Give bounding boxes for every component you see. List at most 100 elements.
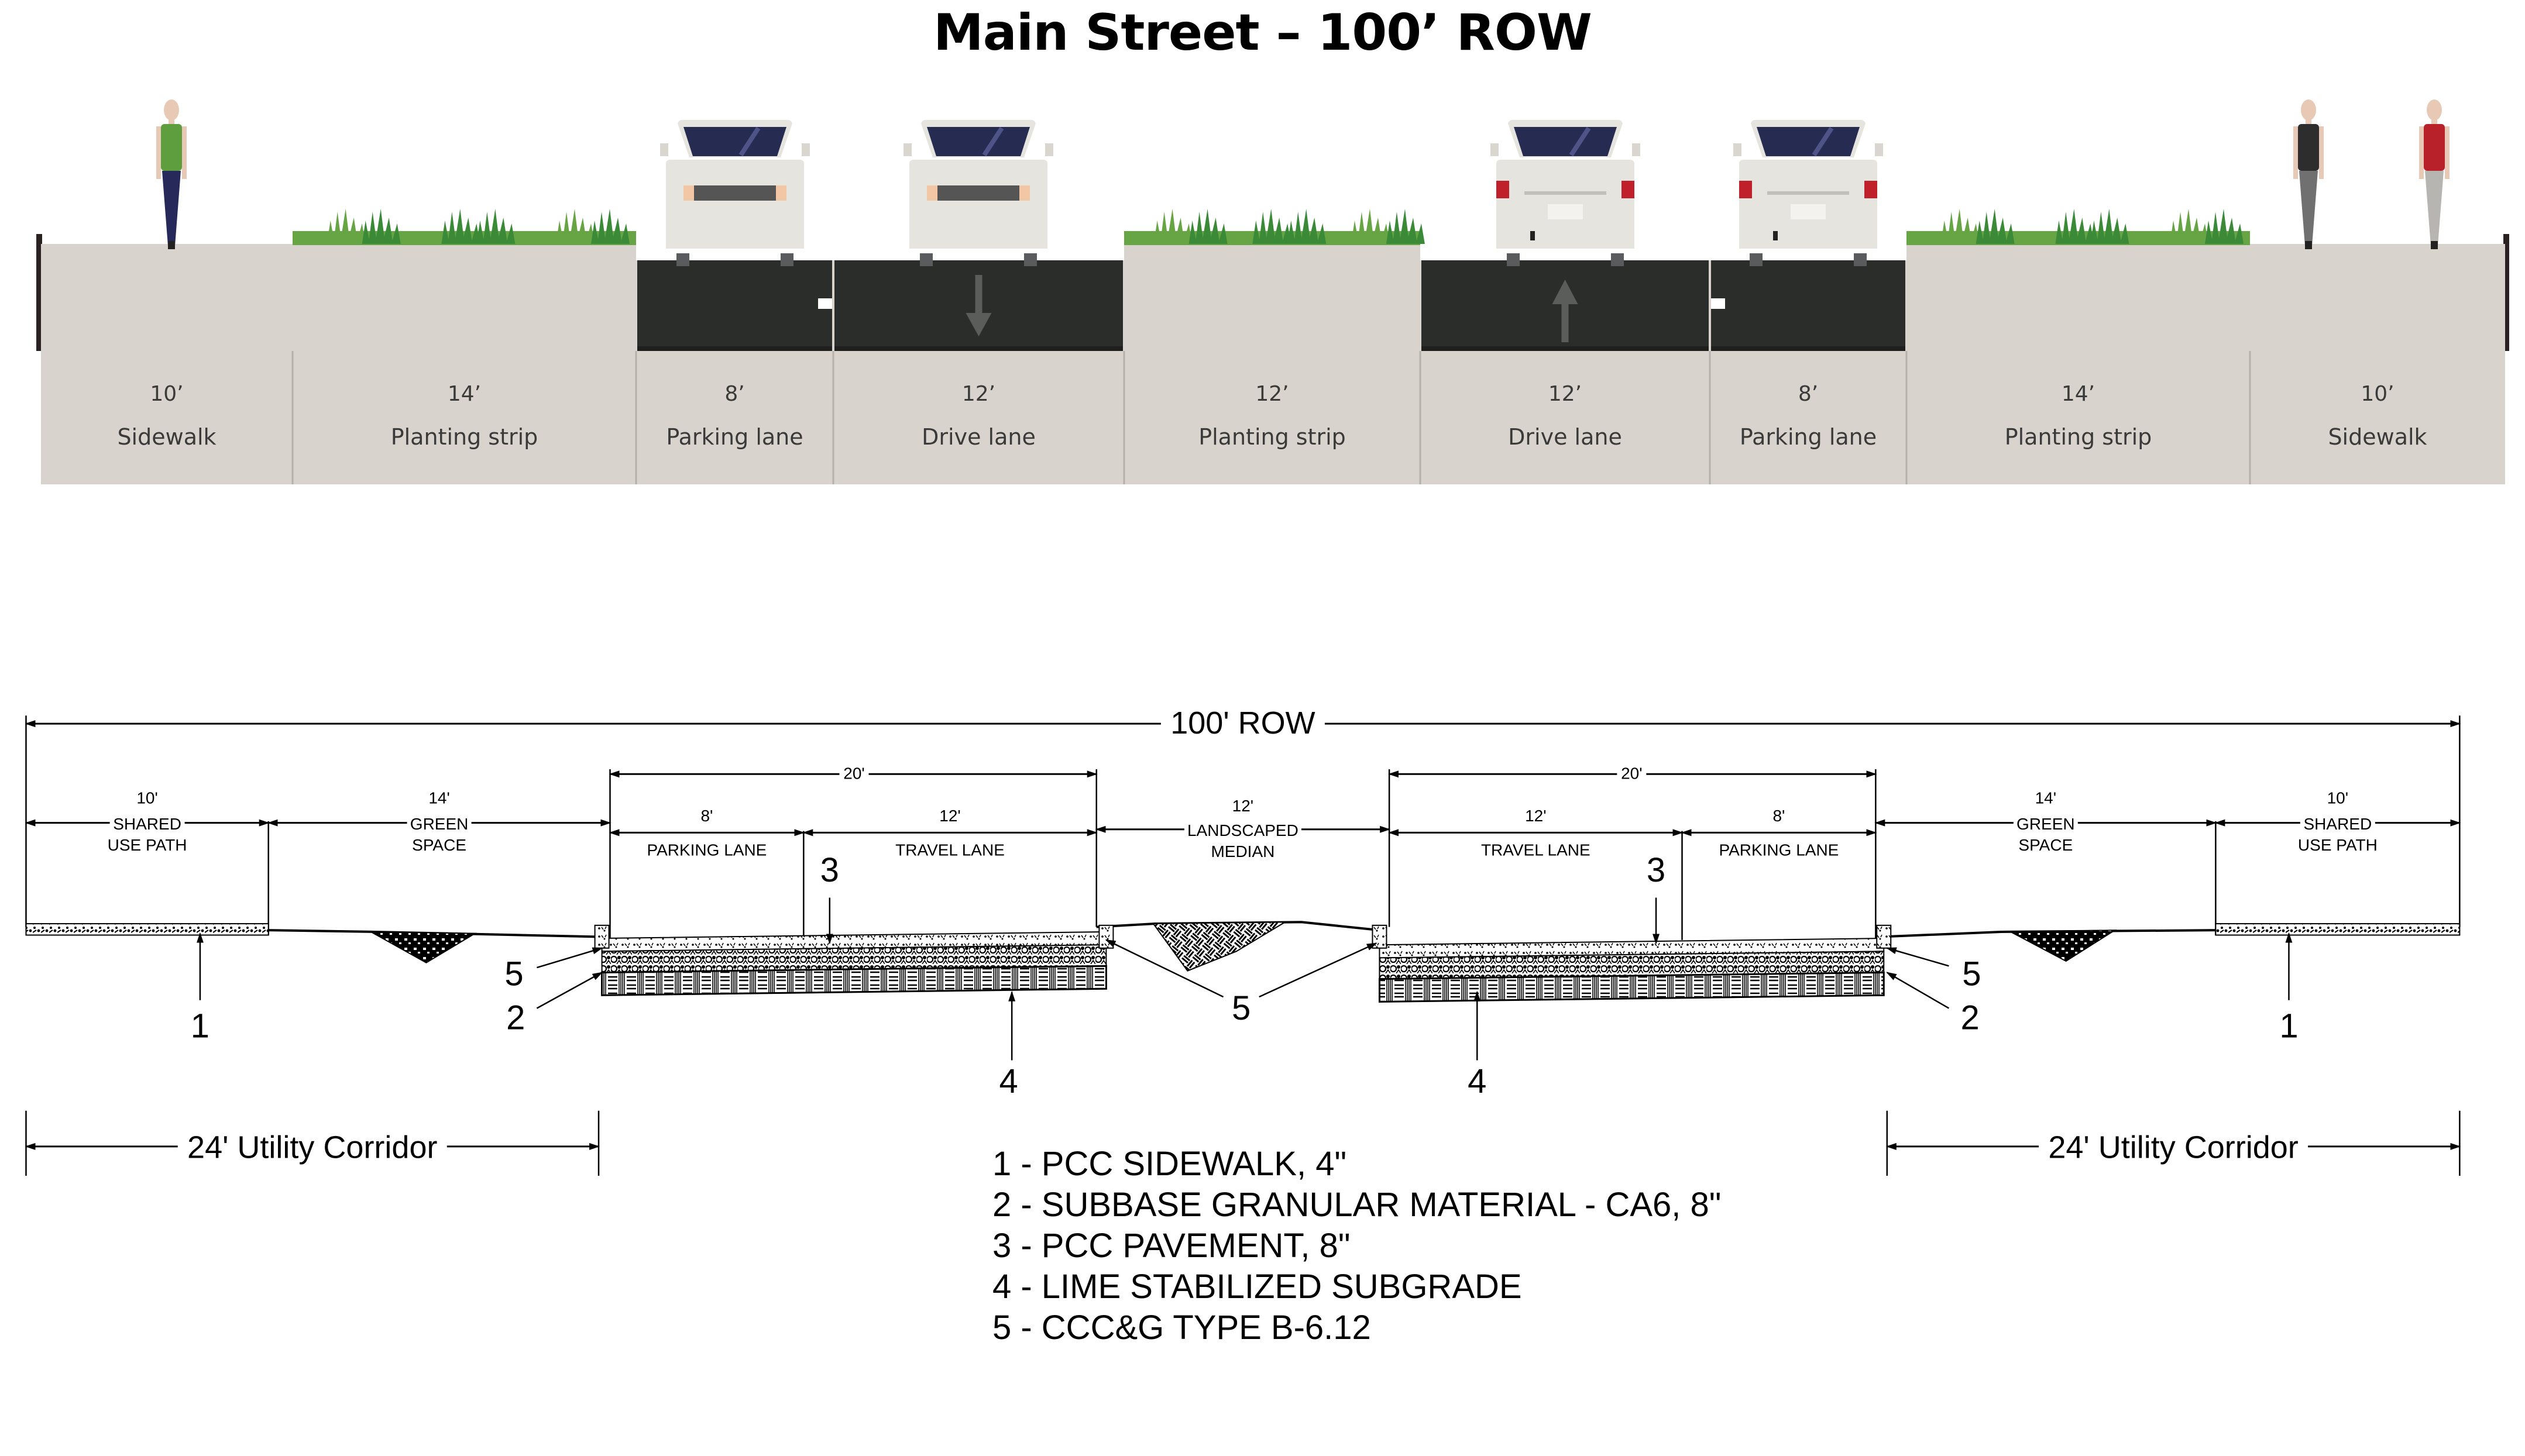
- callout-3-left: 3: [820, 851, 839, 889]
- segment-ground: [293, 244, 636, 484]
- parked-car-rear-icon: [1733, 120, 1883, 266]
- legend-item-4: 4 - LIME STABILIZED SUBGRADE: [992, 1268, 1522, 1306]
- label-mask: [1709, 838, 1848, 860]
- label-mask: [2039, 1121, 2308, 1163]
- parked-car-front-icon: [660, 120, 810, 266]
- material-legend: 1 - PCC SIDEWALK, 4" 2 - SUBBASE GRANULA…: [992, 1144, 1721, 1348]
- plant-tuft-icon: [441, 209, 480, 244]
- shoe: [2431, 241, 2438, 249]
- plant-tuft-icon: [476, 209, 516, 244]
- dimension-value: 8': [1772, 807, 1785, 825]
- segment-width-label: 14’: [448, 382, 481, 406]
- dimension-name-line2: SPACE: [412, 836, 466, 854]
- arm: [2419, 126, 2424, 179]
- exhaust: [1530, 231, 1535, 240]
- row-label: 100' ROW: [1170, 705, 1315, 741]
- lime-subgrade-layer: [1378, 971, 1885, 1003]
- dimension-name: PARKING LANE: [647, 841, 767, 859]
- arm: [2445, 126, 2450, 179]
- side-mirror: [1875, 143, 1883, 156]
- plant-tuft-icon: [1351, 209, 1390, 244]
- windshield: [683, 127, 786, 156]
- green-space-swale-left: [370, 931, 477, 963]
- plant-tuft-icon: [2055, 209, 2094, 244]
- license-plate: [1791, 204, 1826, 219]
- segment-width-label: 12’: [1548, 382, 1582, 406]
- side-mirror: [1733, 143, 1741, 156]
- segment-parking: 8’Parking lane: [1709, 260, 1906, 484]
- dimension-name: SHARED: [2304, 815, 2372, 833]
- dimension-name-line2: SPACE: [2018, 836, 2073, 854]
- arm: [2319, 126, 2324, 179]
- green-space-swale-right: [2010, 930, 2117, 962]
- tire: [1024, 253, 1037, 266]
- pavement: [1711, 260, 1905, 351]
- dimension-value: 12': [939, 807, 961, 825]
- legend-item-1: 1 - PCC SIDEWALK, 4": [992, 1145, 1347, 1183]
- parking-stall-marker: [1711, 298, 1725, 309]
- trunk-line: [1767, 191, 1849, 195]
- torso: [161, 124, 182, 171]
- label-mask: [177, 1121, 447, 1163]
- callout-5-leader-left: [537, 947, 603, 969]
- callout-5-leader-median-a: [1105, 939, 1224, 998]
- pcc-pavement-layer: [1379, 938, 1885, 959]
- plant-tuft-icon: [1976, 209, 2015, 244]
- tire: [781, 253, 793, 266]
- pavement-structure-right: [1372, 924, 1892, 1003]
- head: [2301, 99, 2316, 121]
- head: [2427, 99, 2442, 121]
- dimension-value: 10': [2327, 789, 2349, 807]
- arrow-up-icon: [1552, 280, 1578, 342]
- windshield: [927, 127, 1030, 156]
- dimension-value: 10': [136, 789, 158, 807]
- subbase-layer: [601, 944, 1107, 973]
- callout-2-leader-left: [536, 972, 603, 1009]
- side-mirror: [660, 143, 668, 156]
- ground-profile-right: [1884, 925, 2460, 938]
- segment-name-label: Drive lane: [1508, 424, 1622, 450]
- label-mask: [839, 762, 869, 784]
- plant-tuft-icon: [1153, 209, 1193, 244]
- segment-width-label: 10’: [150, 382, 183, 406]
- segment-name-label: Sidewalk: [2328, 424, 2427, 450]
- legs: [162, 171, 181, 246]
- legend-item-2: 2 - SUBBASE GRANULAR MATERIAL - CA6, 8": [992, 1186, 1722, 1224]
- label-mask: [2013, 811, 2078, 834]
- callout-5-right: 5: [1962, 955, 1981, 993]
- side-mirror: [903, 143, 912, 156]
- headlight: [776, 185, 786, 201]
- windshield: [1514, 127, 1617, 156]
- plant-tuft-icon: [2205, 209, 2244, 244]
- segment-width-label: 10’: [2361, 382, 2394, 406]
- pedestrian-green-icon: [156, 99, 187, 249]
- utility-corridor-right-label: 24' Utility Corridor: [2048, 1130, 2298, 1165]
- callout-2-leader-right: [1886, 972, 1950, 1009]
- segment-planting: 12’Planting strip: [1123, 209, 1425, 484]
- dimension-name: TRAVEL LANE: [895, 841, 1005, 859]
- callout-5-leader-median-b: [1259, 942, 1377, 998]
- segment-ground: [41, 244, 293, 484]
- license-plate: [1548, 204, 1583, 219]
- driving-car-rear-icon: [1490, 120, 1640, 266]
- parking-stall-marker: [818, 298, 832, 309]
- curb-gutter: [1876, 924, 1892, 949]
- utility-corridor-left-label: 24' Utility Corridor: [187, 1130, 437, 1165]
- dimension-name-line2: MEDIAN: [1211, 842, 1274, 860]
- pavement-shadow: [1421, 346, 1709, 351]
- dimension-value: 14': [428, 789, 450, 807]
- plant-tuft-icon: [1386, 209, 1425, 244]
- windshield: [1757, 127, 1860, 156]
- dimension-value: 14': [2035, 789, 2057, 807]
- segment-ground: [1906, 244, 2250, 484]
- segment-drive: 12’ Drive lane: [1419, 260, 1710, 484]
- tail-light: [1864, 181, 1877, 198]
- side-mirror: [1632, 143, 1640, 156]
- segment-width-label: 12’: [1255, 382, 1289, 406]
- callout-5-median: 5: [1232, 989, 1251, 1027]
- callout-2-left: 2: [506, 999, 525, 1037]
- head: [164, 99, 179, 121]
- dimension-name: TRAVEL LANE: [1481, 841, 1590, 859]
- pedestrian-red-icon: [2419, 99, 2450, 249]
